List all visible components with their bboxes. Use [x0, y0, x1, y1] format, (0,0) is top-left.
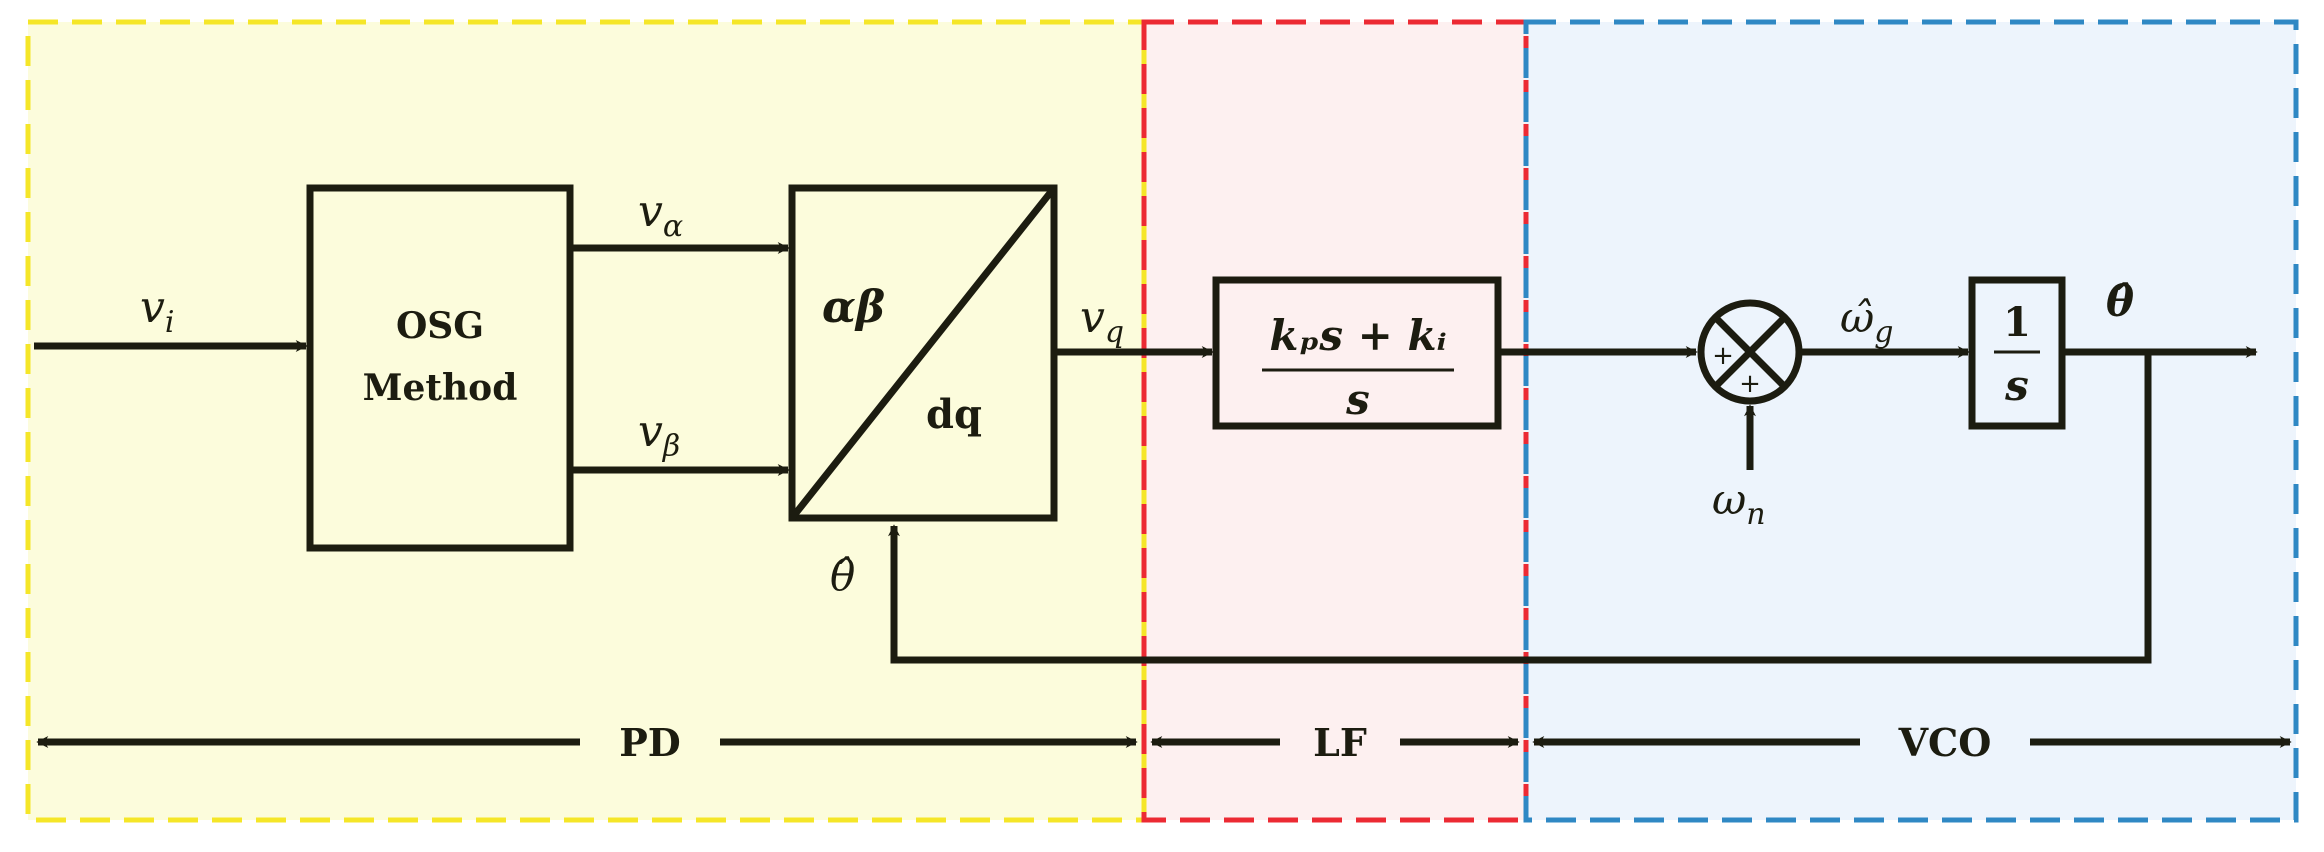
lf-section-label: LF — [1313, 720, 1367, 765]
sum-cross-2 — [1712, 314, 1788, 390]
osg-label-line2: Method — [363, 367, 518, 409]
beta-signal-label: v — [638, 406, 663, 457]
pd-region — [28, 22, 1144, 820]
lf-border — [1141, 19, 1529, 823]
vco-section-label: VCO — [1898, 720, 1992, 765]
alpha-signal-label: v — [638, 186, 663, 237]
svg-text:ω̂g: ω̂g — [1840, 293, 1893, 350]
svg-text:vq: vq — [1080, 292, 1124, 350]
vco-border — [1523, 19, 2299, 823]
park-top-label: αβ — [822, 282, 885, 333]
svg-text:vα: vα — [638, 186, 683, 244]
vco-region — [1526, 22, 2296, 820]
svg-text:vi: vi — [140, 282, 174, 340]
vq-signal-sub: q — [1105, 315, 1124, 350]
input-signal-sub: i — [165, 305, 175, 340]
park-diagonal — [789, 185, 1057, 521]
beta-signal-sub: β — [662, 429, 680, 464]
osg-label-line1: OSG — [396, 305, 484, 347]
input-signal-label: v — [140, 282, 165, 333]
osg-block — [306, 184, 574, 552]
omega-n-sub: n — [1746, 497, 1765, 532]
integrator-numerator: 1 — [2003, 299, 2031, 346]
omega-g-label: ω̂ — [1840, 293, 1874, 342]
svg-text:vβ: vβ — [638, 406, 680, 464]
vq-signal-label: v — [1080, 292, 1105, 343]
pi-numerator: kₚs + kᵢ — [1269, 311, 1446, 360]
sum-plus-bottom: + — [1739, 369, 1761, 399]
pi-denominator: s — [1345, 375, 1370, 424]
pd-section-label: PD — [619, 720, 681, 765]
park-bottom-label: dq — [926, 391, 982, 438]
feedback-path — [888, 352, 2152, 664]
sum-plus-left: + — [1712, 341, 1734, 371]
omega-n-label: ω — [1712, 475, 1746, 524]
theta-feedback-label: θ̂ — [830, 551, 855, 600]
svg-text:ωn: ωn — [1712, 475, 1766, 532]
integrator-denominator: s — [2004, 361, 2029, 410]
omega-g-sub: g — [1874, 315, 1893, 350]
lf-region — [1144, 22, 1526, 820]
theta-output-label: θ̂ — [2106, 277, 2134, 326]
alpha-signal-sub: α — [663, 209, 683, 244]
